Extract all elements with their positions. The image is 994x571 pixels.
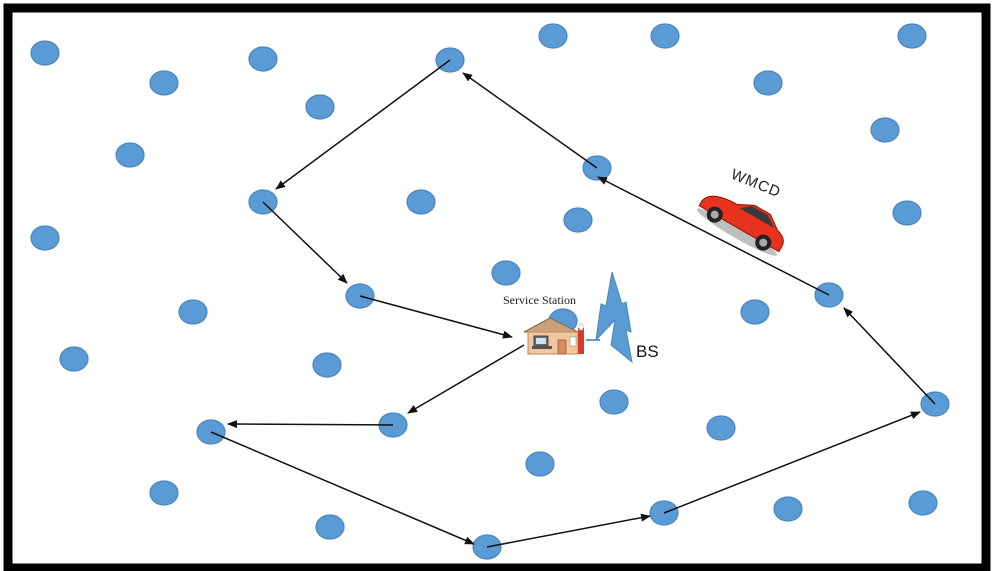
route-arrow <box>663 411 921 514</box>
service-station-house-icon <box>523 317 584 355</box>
sensor-node <box>650 23 680 49</box>
sensor-node <box>491 260 521 286</box>
route-arrow <box>262 201 348 284</box>
sensor-node <box>773 496 803 522</box>
sensor-node <box>525 451 555 477</box>
service-station-label: Service Station <box>503 293 576 307</box>
route-arrow <box>462 72 598 169</box>
sensor-node <box>149 70 179 96</box>
sensor-node <box>30 225 60 251</box>
sensor-node <box>538 23 568 49</box>
sensor-node <box>305 94 335 120</box>
route-arrow <box>359 295 513 339</box>
sensor-node <box>115 142 145 168</box>
vehicle-car-icon <box>697 195 784 256</box>
sensor-nodes <box>30 23 950 560</box>
route-arrow <box>407 344 525 414</box>
sensor-node <box>892 200 922 226</box>
sensor-node <box>59 346 89 372</box>
route-arrow <box>275 59 451 190</box>
sensor-node <box>908 490 938 516</box>
sensor-node <box>563 207 593 233</box>
route-arrow <box>210 431 475 545</box>
sensor-node <box>406 189 436 215</box>
charging-route <box>210 59 936 548</box>
route-arrow <box>597 176 830 296</box>
vehicle-label: WMCD <box>729 166 784 201</box>
sensor-node <box>312 352 342 378</box>
diagram-border <box>3 3 991 571</box>
sensor-node <box>753 70 783 96</box>
sensor-node <box>599 389 629 415</box>
route-arrow <box>486 513 651 548</box>
sensor-node <box>178 299 208 325</box>
sensor-node <box>740 299 770 325</box>
sensor-node <box>706 415 736 441</box>
base-station-label: BS <box>636 342 659 361</box>
route-arrow <box>227 420 394 429</box>
route-arrow <box>843 307 936 405</box>
sensor-node <box>248 46 278 72</box>
sensor-node <box>870 117 900 143</box>
sensor-node <box>149 480 179 506</box>
sensor-node <box>30 40 60 66</box>
sensor-node <box>315 514 345 540</box>
base-station-tower-icon <box>586 271 633 364</box>
sensor-node <box>897 23 927 49</box>
